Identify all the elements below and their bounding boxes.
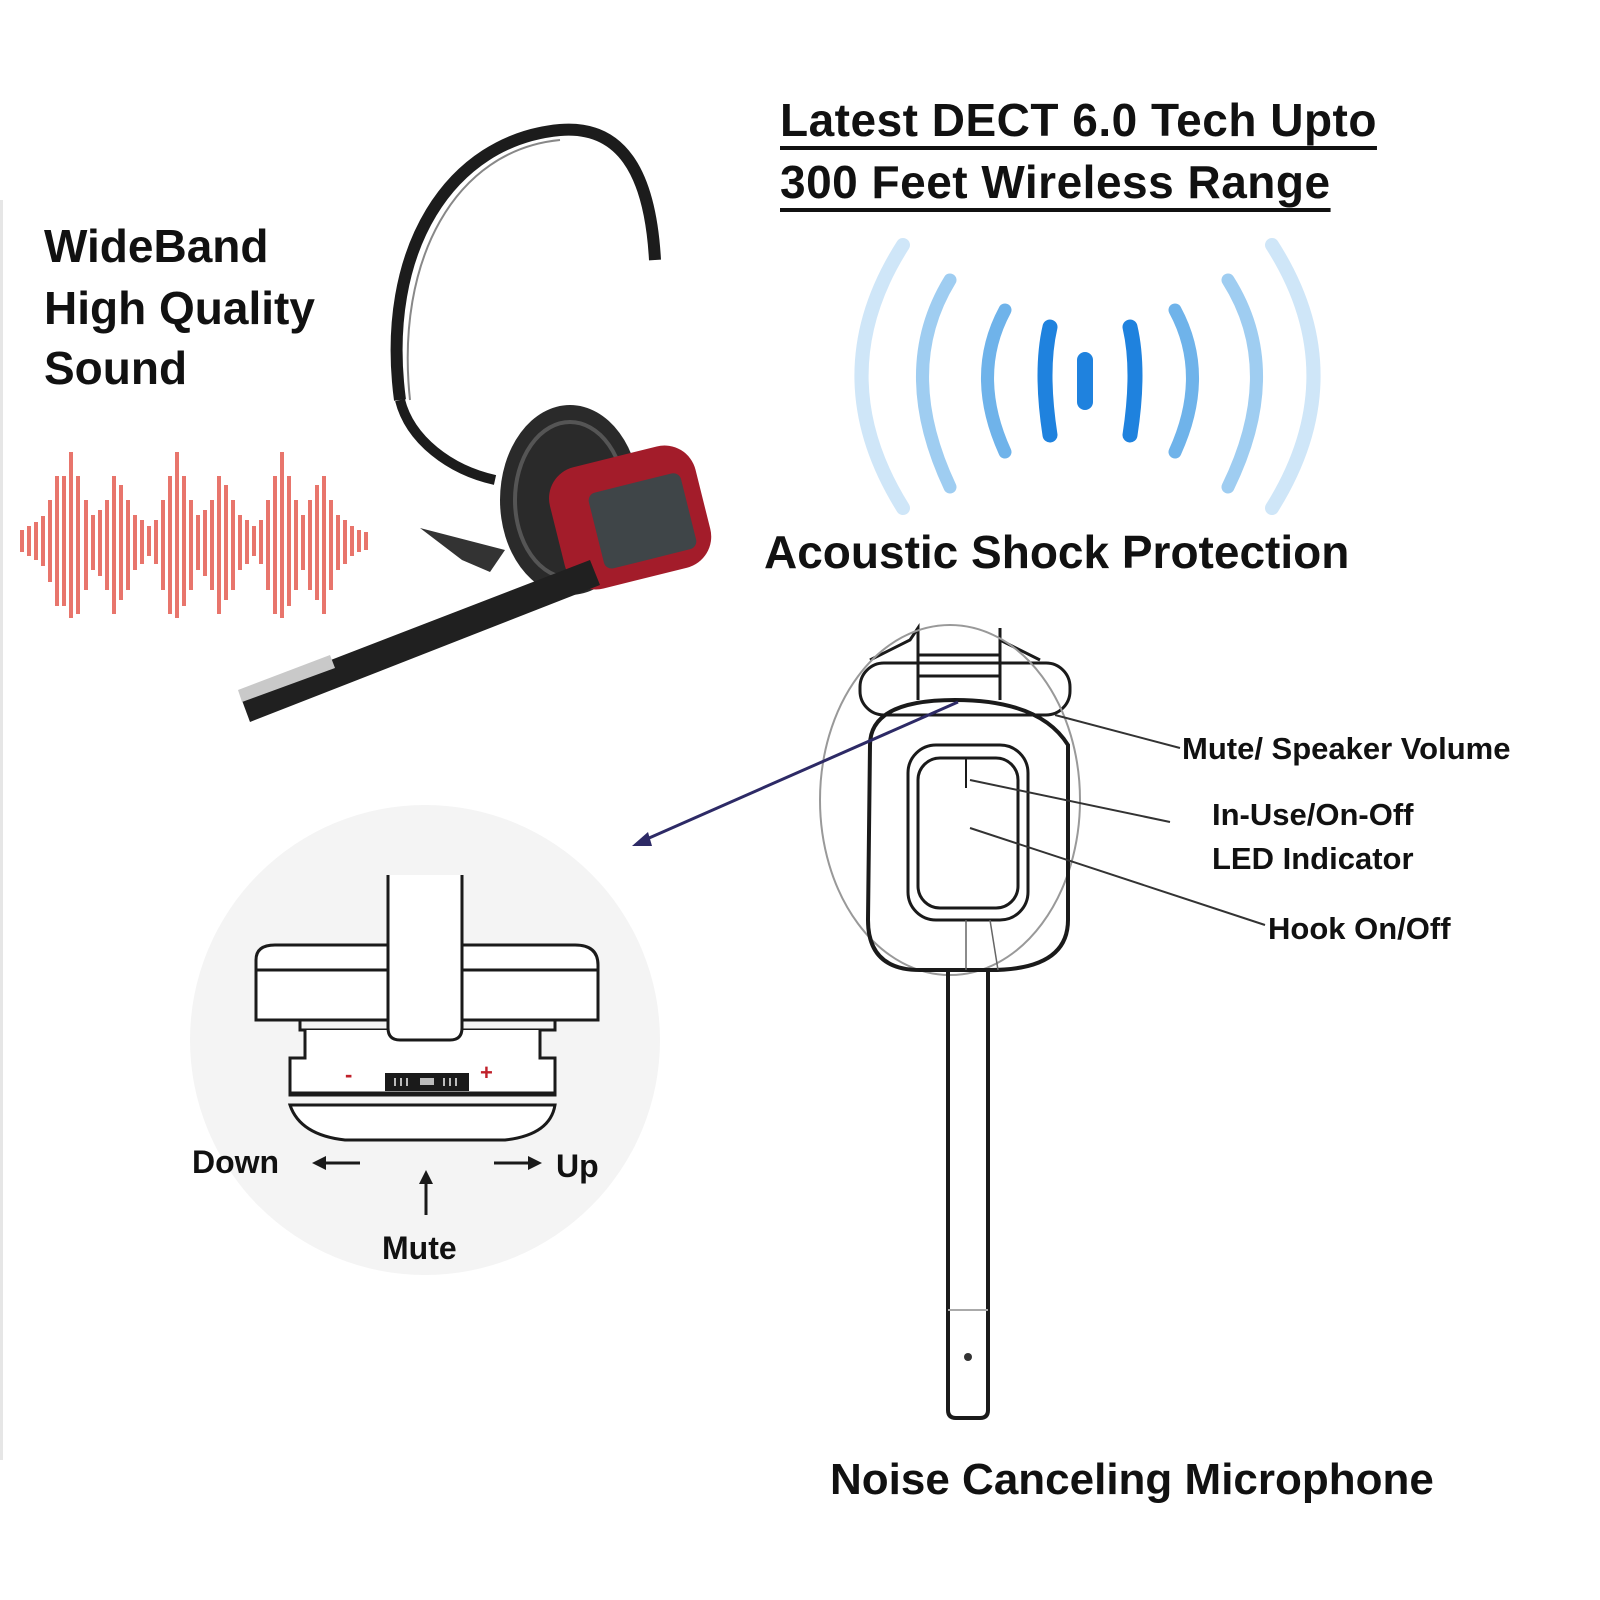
volume-detail-diagram — [190, 805, 660, 1275]
minus-sign: - — [345, 1062, 353, 1087]
headline-line-2: 300 Feet Wireless Range — [780, 156, 1331, 208]
callout-hook: Hook On/Off — [1268, 911, 1451, 946]
sound-title: Sound — [44, 342, 188, 394]
wireless-signal-icon — [854, 238, 1321, 515]
up-label: Up — [556, 1148, 599, 1184]
headline-line-1: Latest DECT 6.0 Tech Upto — [780, 94, 1377, 146]
left-edge-border — [0, 200, 3, 1460]
headset-diagram — [632, 623, 1266, 1420]
acoustic-shock-label: Acoustic Shock Protection — [764, 526, 1350, 578]
wideband-title: WideBand — [44, 220, 269, 272]
quality-title: High Quality — [44, 282, 315, 334]
headset-photo — [238, 123, 712, 722]
mute-label: Mute — [382, 1230, 457, 1266]
callout-mute-volume: Mute/ Speaker Volume — [1182, 731, 1511, 766]
down-label: Down — [192, 1144, 280, 1180]
callout-led-line-1: In-Use/On-Off — [1212, 797, 1414, 832]
plus-sign: + — [480, 1060, 493, 1085]
callout-led-line-2: LED Indicator — [1212, 841, 1414, 876]
microphone-label: Noise Canceling Microphone — [830, 1455, 1434, 1504]
